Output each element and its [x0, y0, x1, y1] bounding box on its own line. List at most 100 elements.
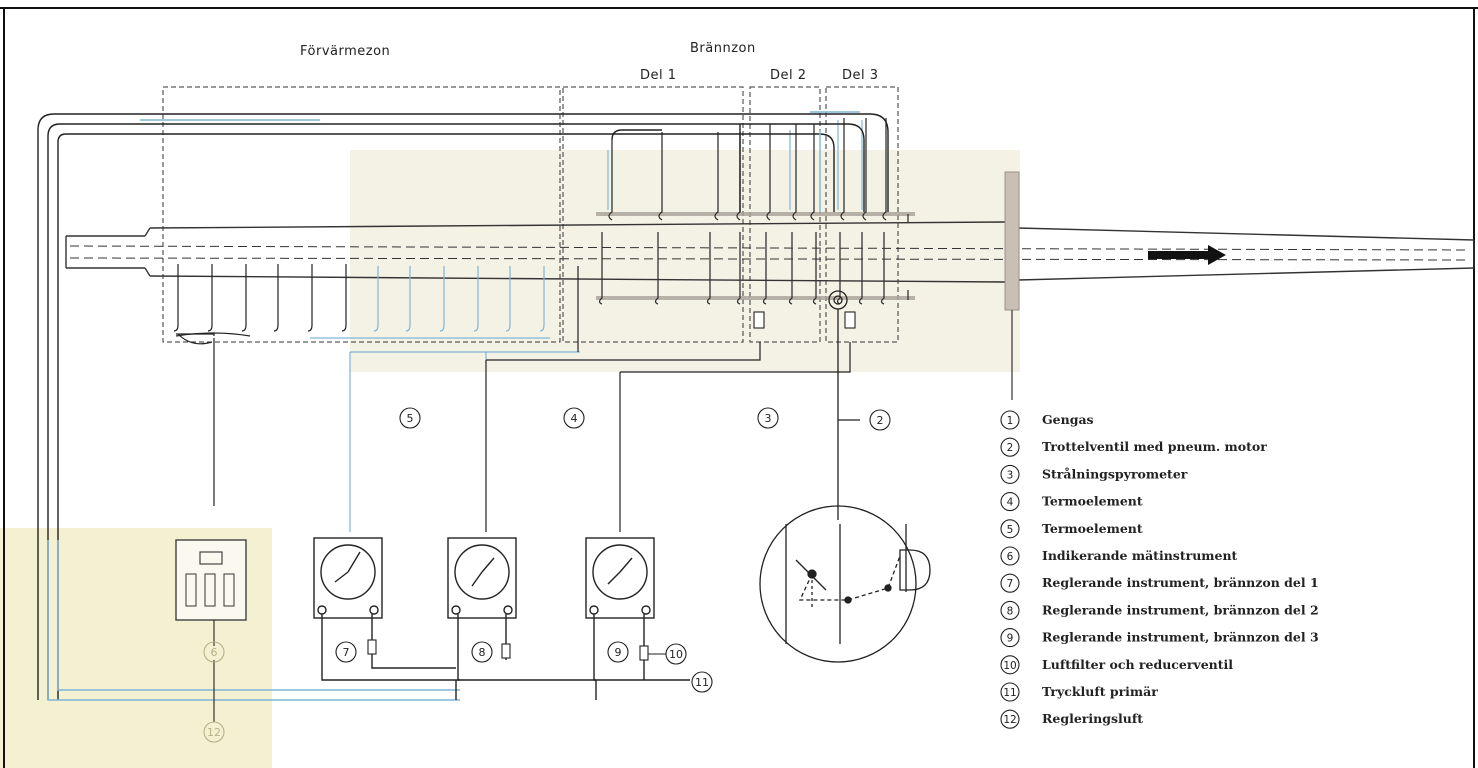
callout-4-text: 4	[571, 412, 578, 425]
burner-air-taps	[607, 120, 863, 210]
legend-number-circle	[1000, 519, 1020, 539]
legend-number-circle	[1000, 437, 1020, 457]
controller-instrument-7	[313, 537, 383, 619]
legend-item: 5 Termoelement	[1000, 519, 1143, 539]
legend-item: 10 Luftfilter och reducerventil	[1000, 655, 1233, 675]
legend-number: 9	[1007, 633, 1014, 645]
legend-label: Tryckluft primär	[1042, 684, 1158, 699]
legend-item: 12 Regleringsluft	[1000, 709, 1143, 729]
regulating-air-header	[47, 111, 860, 701]
legend-label: Regleringsluft	[1042, 711, 1143, 726]
callout-7: 7	[335, 641, 357, 663]
callout-10: 10	[665, 643, 687, 665]
legend-item: 9 Reglerande instrument, brännzon del 3	[1000, 628, 1319, 648]
burners-part1	[598, 132, 741, 305]
legend-label: Strålningspyrometer	[1042, 466, 1188, 481]
legend-label: Termoelement	[1042, 494, 1143, 509]
legend-number: 11	[1003, 687, 1016, 699]
callout-10-text: 10	[669, 648, 683, 661]
legend-label: Luftfilter och reducerventil	[1042, 657, 1233, 672]
legend-number: 12	[1003, 714, 1016, 726]
legend-label: Reglerande instrument, brännzon del 3	[1042, 630, 1319, 645]
legend-label: Termoelement	[1042, 521, 1143, 536]
legend-item: 11 Tryckluft primär	[1000, 682, 1158, 702]
callout-12-text: 12	[207, 726, 221, 739]
callout-11-text: 11	[695, 676, 709, 689]
legend-item: 6 Indikerande mätinstrument	[1000, 546, 1238, 566]
callout-8-text: 8	[479, 646, 486, 659]
gas-header-lines	[37, 113, 889, 700]
frame	[0, 7, 1478, 768]
measurement-leads	[485, 266, 851, 532]
callout-9-text: 9	[615, 646, 622, 659]
legend-number: 1	[1007, 415, 1014, 427]
zone-burn-label: Brännzon	[690, 41, 756, 56]
preheat-thermocouples	[173, 264, 347, 506]
legend-number-circle	[1000, 682, 1020, 702]
legend-number-circle	[1000, 492, 1020, 512]
legend-number: 8	[1007, 605, 1014, 617]
zone-preheat-label: Förvärmezon	[300, 44, 390, 59]
gengas-wall	[1004, 171, 1020, 311]
legend-number-circle	[1000, 628, 1020, 648]
callout-11: 11	[691, 671, 713, 693]
air-filter-devices	[367, 639, 649, 661]
legend-item: 1 Gengas	[1000, 410, 1094, 430]
callout-3-text: 3	[765, 412, 772, 425]
throttle-valve-icon	[828, 290, 860, 520]
callout-12: 12	[203, 721, 225, 743]
preheat-zone-box	[162, 86, 561, 343]
legend-number-circle	[1000, 546, 1020, 566]
throttle-valve-detail	[759, 505, 931, 663]
pyrometer-devices	[753, 311, 856, 329]
legend-number: 6	[1007, 551, 1014, 563]
callout-2: 2	[869, 409, 891, 431]
legend-item: 3 Strålningspyrometer	[1000, 464, 1188, 484]
legend-item: 2 Trottelventil med pneum. motor	[1000, 437, 1267, 457]
highlight-panels	[0, 150, 1020, 768]
legend-number-circle	[1000, 655, 1020, 675]
legend-number: 4	[1007, 497, 1014, 509]
kiln-centerline	[69, 245, 1471, 261]
legend-label: Reglerande instrument, brännzon del 1	[1042, 575, 1319, 590]
callout-8: 8	[471, 641, 493, 663]
legend-label: Gengas	[1042, 412, 1094, 427]
legend-label: Reglerande instrument, brännzon del 2	[1042, 602, 1319, 617]
flow-direction-arrow-icon	[1148, 245, 1226, 265]
zone-part3-label: Del 3	[842, 68, 879, 83]
legend-number: 5	[1007, 524, 1014, 536]
callout-4: 4	[563, 407, 585, 429]
legend-number-circle	[1000, 600, 1020, 620]
callout-6: 6	[203, 641, 225, 663]
burners-part3	[836, 118, 909, 305]
controller-instrument-9	[585, 537, 655, 619]
callout-5-text: 5	[407, 412, 414, 425]
legend-number-circle	[1000, 573, 1020, 593]
callout-3: 3	[757, 407, 779, 429]
callout-6-text: 6	[211, 646, 218, 659]
preheat-thermocouples-blue	[310, 266, 580, 532]
legend-number: 3	[1007, 469, 1014, 481]
controller-instrument-8	[447, 537, 517, 619]
legend-number-circle	[1000, 464, 1020, 484]
burn-part3-box	[825, 86, 899, 343]
legend-item: 7 Reglerande instrument, brännzon del 1	[1000, 573, 1319, 593]
legend-label: Indikerande mätinstrument	[1042, 548, 1238, 563]
zone-part2-label: Del 2	[770, 68, 807, 83]
legend-item: 8 Reglerande instrument, brännzon del 2	[1000, 600, 1319, 620]
callout-7-text: 7	[343, 646, 350, 659]
legend-number: 7	[1007, 578, 1014, 590]
burners-part2	[762, 124, 817, 305]
legend-number: 10	[1003, 660, 1016, 672]
legend-number: 2	[1007, 442, 1014, 454]
legend: 1 Gengas 2 Trottelventil med pneum. motor 3 S…	[1000, 410, 1319, 729]
callout-5: 5	[399, 407, 421, 429]
callout-9: 9	[607, 641, 629, 663]
callout-2-text: 2	[877, 414, 884, 427]
indicating-instrument-icon	[175, 539, 247, 621]
legend-number-circle	[1000, 410, 1020, 430]
zone-part1-label: Del 1	[640, 68, 677, 83]
legend-item: 4 Termoelement	[1000, 492, 1143, 512]
legend-label: Trottelventil med pneum. motor	[1042, 439, 1267, 454]
